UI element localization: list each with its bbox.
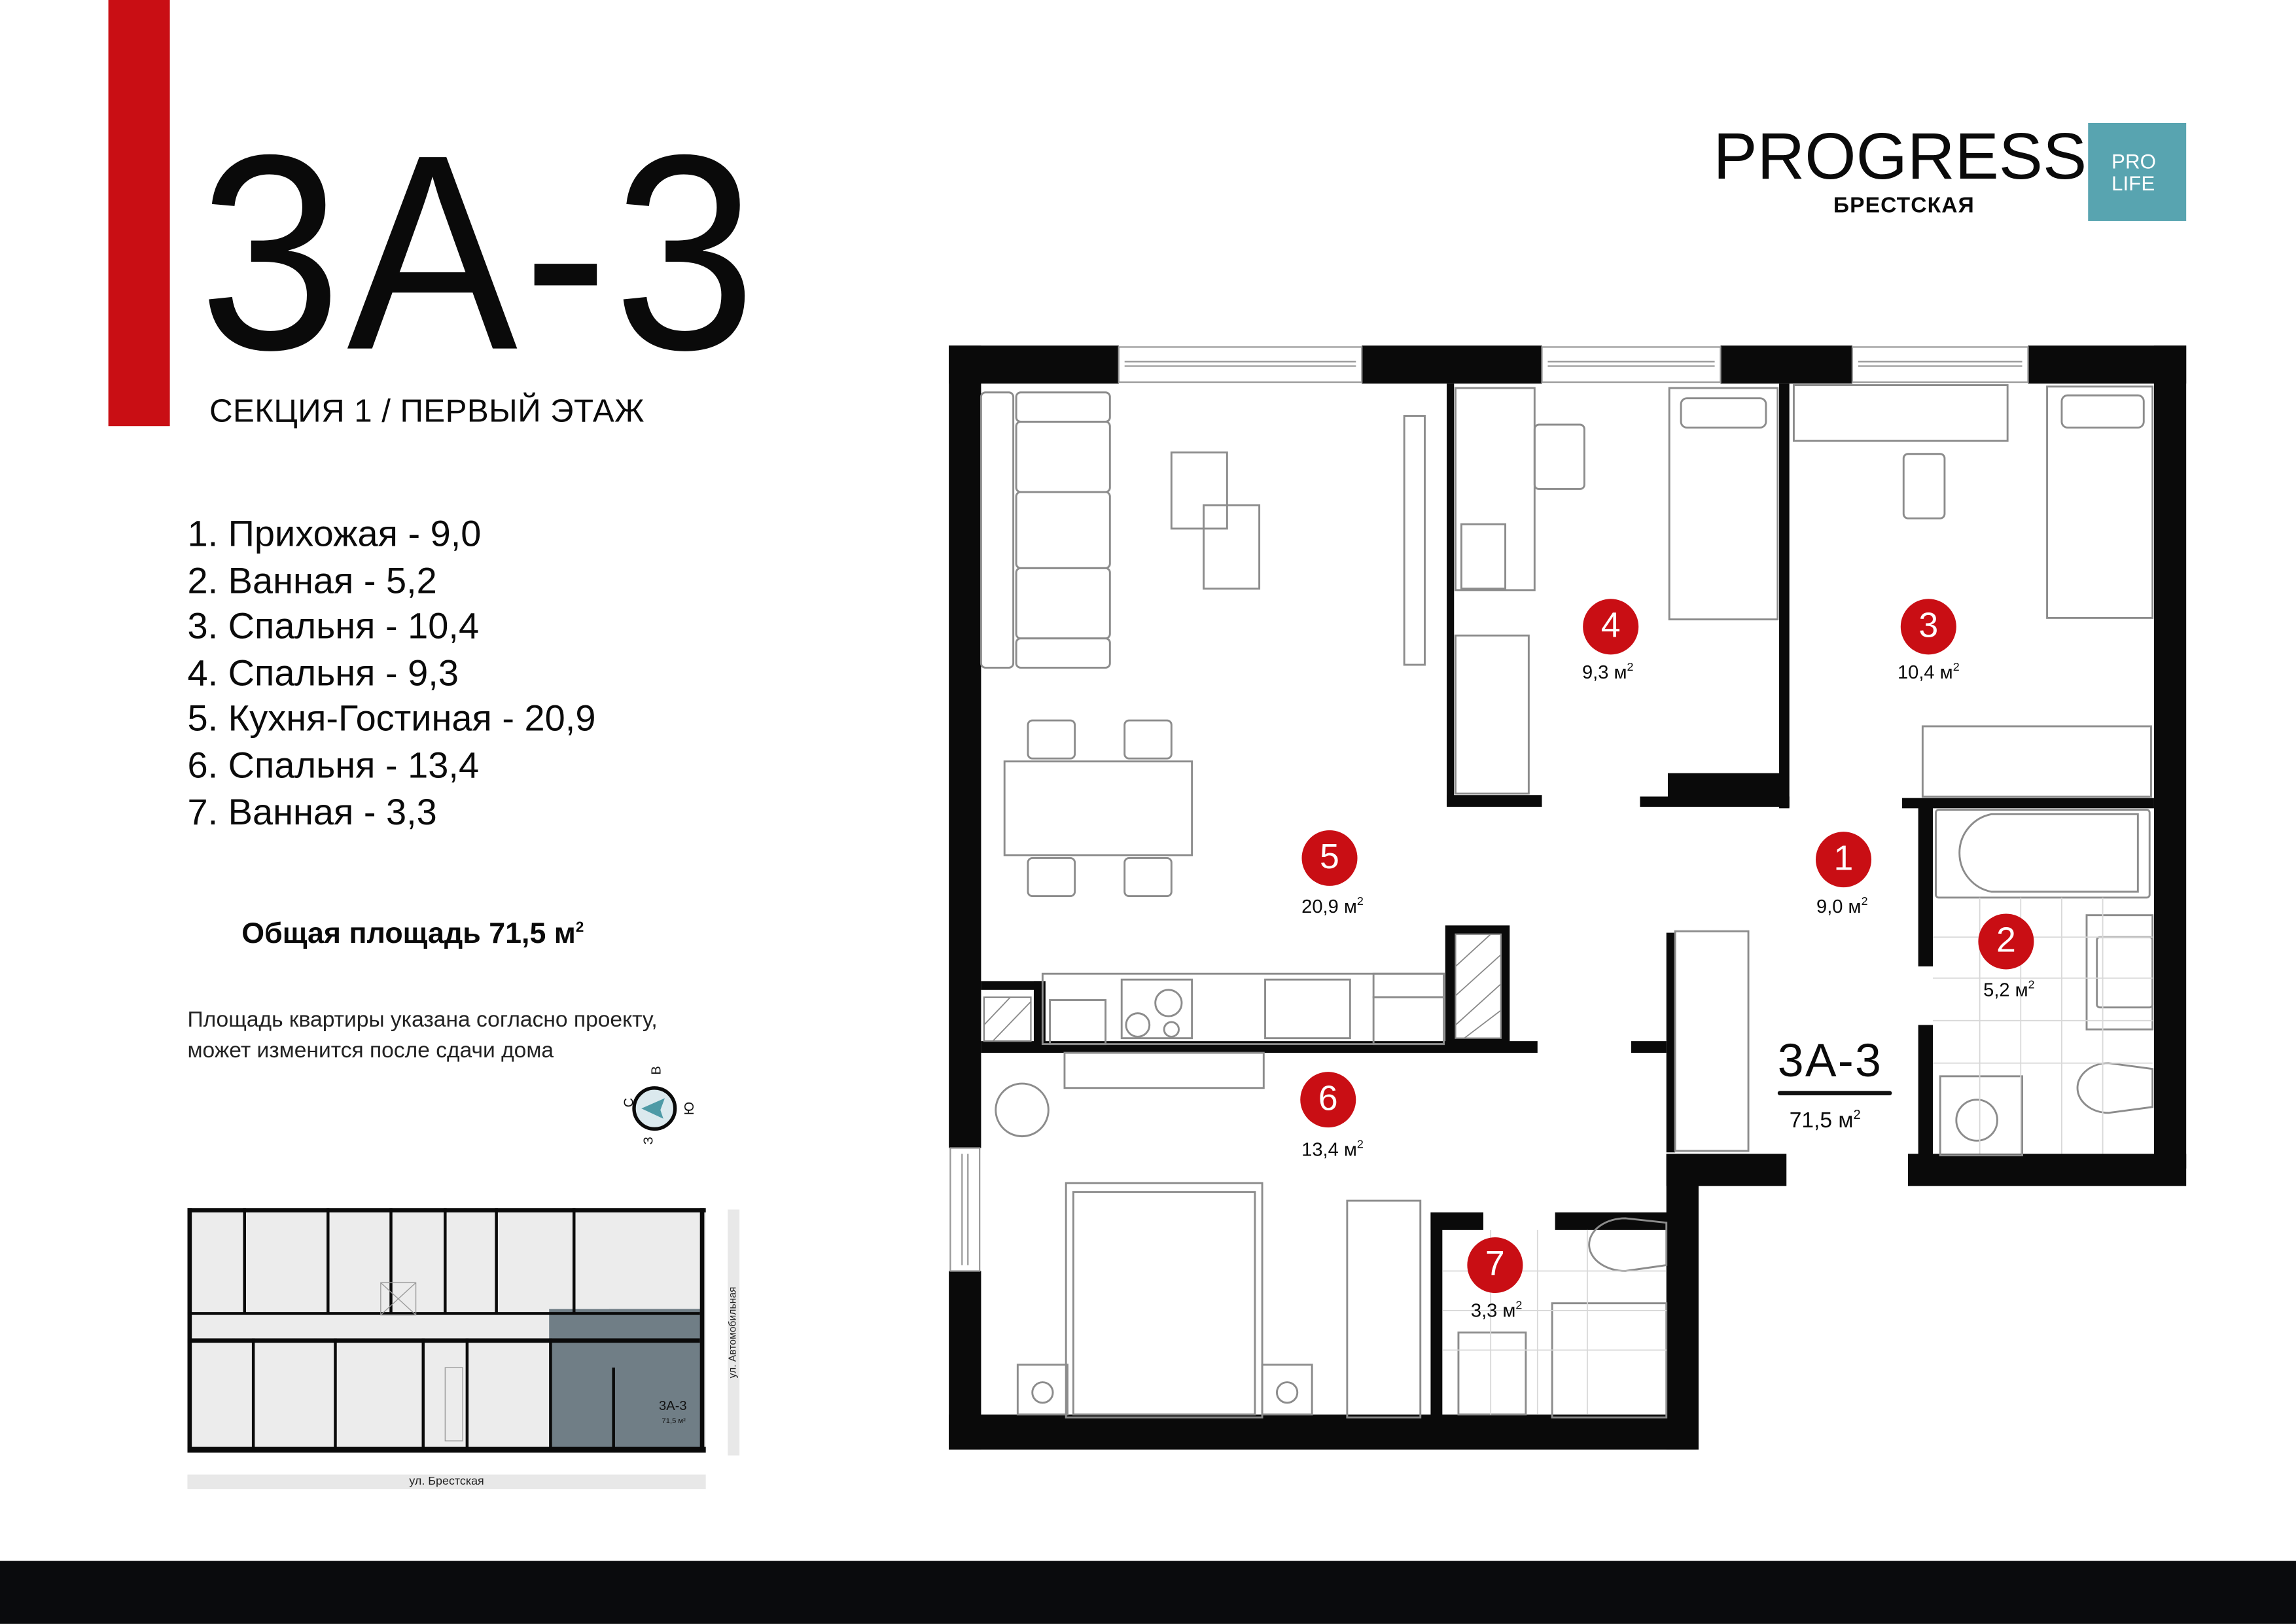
sq-sup: 2 [1627, 660, 1634, 674]
room-area-7: 3,3 м2 [1471, 1299, 1523, 1321]
room-badge-2: 2 [1978, 913, 2034, 970]
note-line-1: Площадь квартиры указана согласно проект… [187, 1007, 658, 1033]
room-badge-6: 6 [1300, 1072, 1356, 1128]
footer-bar [0, 1561, 2296, 1624]
accent-bar [108, 0, 170, 427]
room-list-item: 1. Прихожая - 9,0 [187, 514, 482, 556]
sq-sup: 2 [1952, 660, 1960, 674]
room-area-5: 20,9 м2 [1301, 894, 1364, 917]
sq-sup: 2 [1356, 1137, 1364, 1151]
room-area-4: 9,3 м2 [1582, 660, 1634, 682]
plan-unit-area: 71,5 м2 [1790, 1107, 1861, 1133]
room-area-5-value: 20,9 м [1301, 895, 1357, 917]
room-list-item: 4. Спальня - 9,3 [187, 652, 459, 694]
street-label-avtomobilnaya-text: ул. Автомобильная [728, 1286, 739, 1379]
logo-subtitle: БРЕСТСКАЯ [1833, 193, 1975, 219]
room-area-4-value: 9,3 м [1581, 661, 1627, 683]
room-badge-3: 3 [1900, 599, 1956, 655]
room-area-1-value: 9,0 м [1816, 895, 1862, 917]
room-badge-7: 7 [1467, 1237, 1523, 1294]
compass-icon [632, 1086, 677, 1131]
logo-badge-line2: LIFE [2111, 170, 2155, 194]
room-list-item: 7. Ванная - 3,3 [187, 791, 437, 833]
room-area-3-value: 10,4 м [1897, 661, 1953, 683]
sq-sup: 2 [1861, 894, 1868, 908]
sq-sup: 2 [2028, 978, 2035, 992]
total-area: Общая площадь 71,5 м2 [241, 918, 584, 951]
street-label-avtomobilnaya: ул. Автомобильная [728, 1209, 740, 1456]
room-area-6-value: 13,4 м [1301, 1138, 1357, 1161]
plan-unit-area-value: 71,5 м [1789, 1108, 1854, 1134]
room-area-3: 10,4 м2 [1898, 660, 1960, 682]
section-floor-label: СЕКЦИЯ 1 / ПЕРВЫЙ ЭТАЖ [209, 392, 645, 429]
walls [949, 345, 2187, 1450]
room-area-2: 5,2 м2 [1983, 978, 2035, 1000]
room-list-item: 5. Кухня-Гостиная - 20,9 [187, 699, 596, 740]
site-key-plan [187, 1208, 706, 1453]
sq-sup: 2 [1356, 894, 1364, 908]
plan-unit-code: 3А-3 [1777, 1033, 1883, 1087]
room-list-item: 6. Спальня - 13,4 [187, 745, 480, 786]
logo-wordmark: PROGRESS [1713, 118, 2087, 194]
site-plan-unit-code: 3А-3 [659, 1398, 687, 1413]
room-list-item: 2. Ванная - 5,2 [187, 560, 437, 601]
room-badge-5: 5 [1301, 830, 1358, 886]
room-badge-1: 1 [1815, 832, 1872, 888]
sq-sup: 2 [1853, 1106, 1861, 1122]
room-list-item: 3. Спальня - 10,4 [187, 606, 480, 648]
furniture [980, 384, 2154, 1419]
sq-sup: 2 [1515, 1299, 1523, 1313]
room-area-2-value: 5,2 м [1983, 978, 2028, 1001]
room-area-7-value: 3,3 м [1470, 1299, 1516, 1322]
logo-badge-line1: PRO [2111, 149, 2156, 172]
unit-title: 3А-3 [199, 97, 762, 409]
room-list: 1. Прихожая - 9,0 2. Ванная - 5,2 3. Спа… [187, 512, 595, 836]
logo-badge: PRO LIFE [2088, 122, 2187, 221]
total-area-label: Общая площадь 71,5 м [241, 918, 576, 951]
street-label-brestskaya: ул. Брестская [187, 1474, 706, 1489]
site-plan-unit-area: 71,5 м² [662, 1417, 686, 1426]
disclaimer-note: Площадь квартиры указана согласно проект… [187, 1004, 657, 1066]
total-area-sup: 2 [575, 920, 584, 936]
room-badge-4: 4 [1583, 599, 1639, 655]
note-line-2: может изменится после сдачи дома [187, 1038, 554, 1063]
room-area-1: 9,0 м2 [1816, 894, 1868, 917]
room-area-6: 13,4 м2 [1301, 1138, 1364, 1160]
plan-divider [1777, 1091, 1892, 1095]
